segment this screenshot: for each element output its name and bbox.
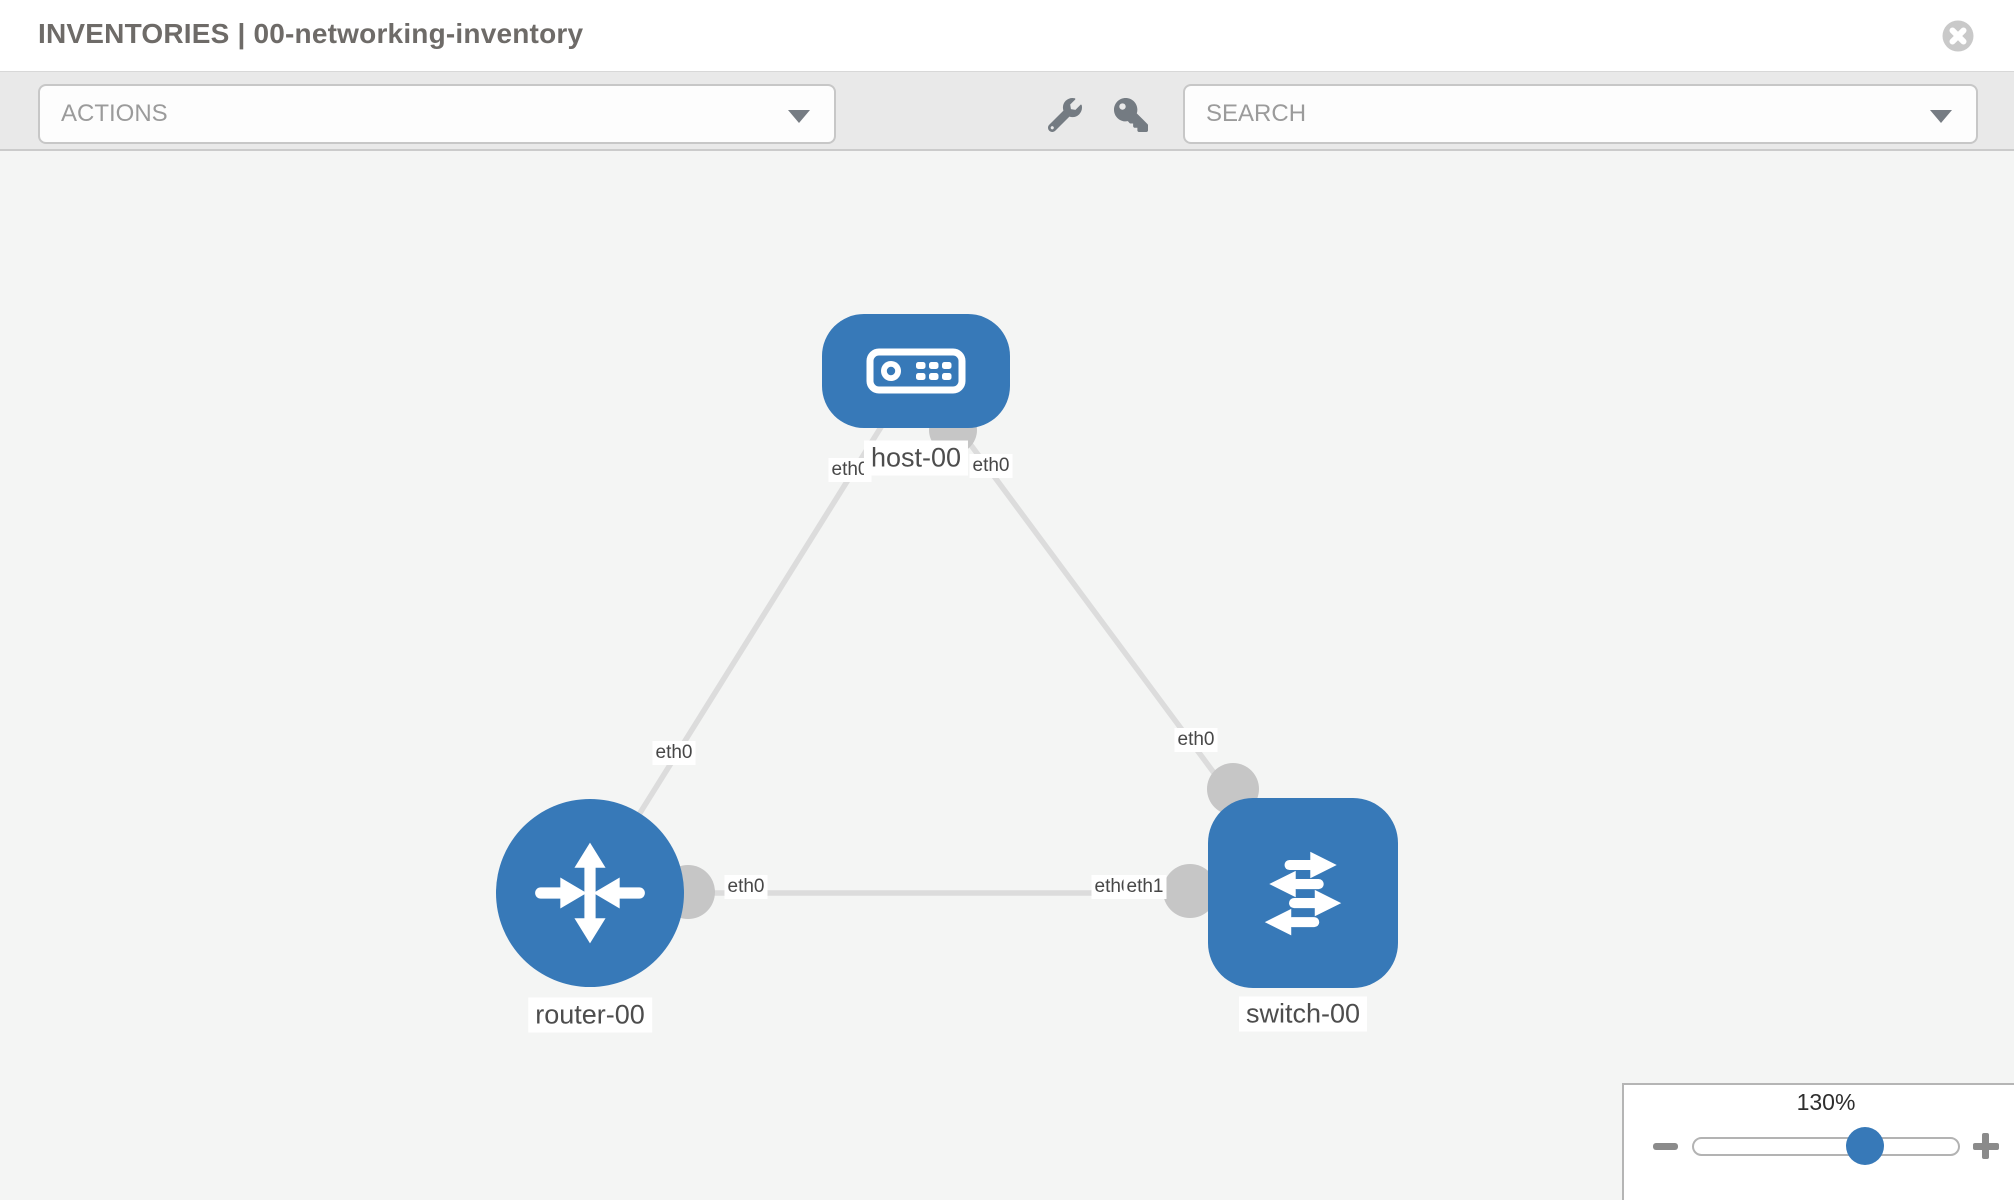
wrench-icon	[1047, 98, 1082, 133]
node-label: router-00	[528, 997, 652, 1033]
zoom-panel: 130%	[1622, 1083, 2014, 1200]
node-switch-00[interactable]	[1208, 798, 1398, 988]
interface-label: eth0	[1174, 728, 1218, 752]
interface-label: eth0	[652, 741, 696, 765]
zoom-in-button[interactable]	[1969, 1129, 2003, 1163]
credentials-button[interactable]	[1114, 98, 1148, 132]
node-label: host-00	[863, 440, 969, 476]
zoom-slider-thumb[interactable]	[1846, 1127, 1884, 1165]
plus-icon	[1982, 1133, 1989, 1159]
zoom-level-value: 130%	[1796, 1089, 1856, 1115]
caret-down-icon	[1930, 110, 1952, 123]
modal-header: INVENTORIES | 00-networking-inventory	[0, 0, 2014, 72]
search-dropdown[interactable]: SEARCH	[1183, 84, 1978, 144]
edges-layer	[587, 369, 1306, 919]
interface-label: eth0	[969, 454, 1013, 478]
close-button[interactable]	[1942, 20, 1974, 52]
interface-label: eth1	[1123, 875, 1167, 899]
key-icon	[1114, 98, 1148, 132]
interface-label: eth0	[724, 875, 768, 899]
x-circle-icon	[1942, 20, 1974, 52]
zoom-out-button[interactable]	[1653, 1143, 1678, 1150]
configure-button[interactable]	[1047, 98, 1082, 133]
host-icon	[866, 348, 966, 394]
actions-dropdown[interactable]: ACTIONS	[38, 84, 836, 144]
node-host-00[interactable]	[822, 314, 1010, 428]
caret-down-icon	[788, 110, 810, 123]
zoom-slider-track[interactable]	[1692, 1137, 1960, 1156]
router-icon	[535, 842, 645, 944]
toolbar: ACTIONS SEARCH	[0, 72, 2014, 151]
page-title: INVENTORIES | 00-networking-inventory	[38, 18, 584, 49]
node-label: switch-00	[1238, 996, 1368, 1032]
actions-dropdown-label: ACTIONS	[61, 100, 168, 127]
port-circle	[1163, 864, 1217, 918]
search-dropdown-label: SEARCH	[1206, 100, 1307, 127]
switch-icon	[1264, 851, 1342, 936]
node-router-00[interactable]	[496, 799, 684, 987]
